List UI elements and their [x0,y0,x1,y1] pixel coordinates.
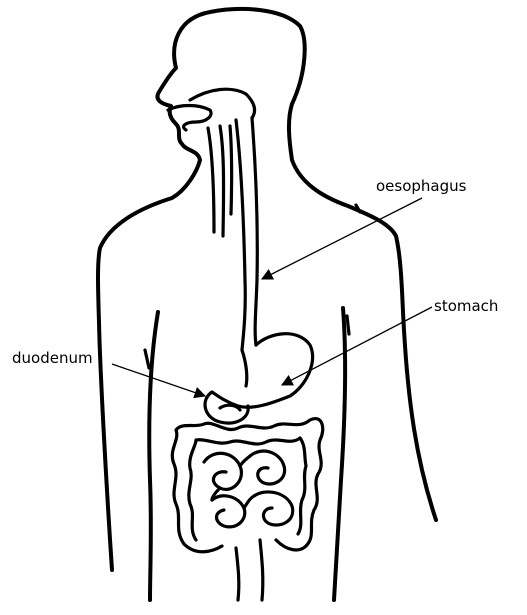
label-oesophagus: oesophagus [376,177,467,195]
oesophagus-right-wall [252,118,257,345]
body-outline [98,9,436,600]
right-armpit-mark [347,316,349,334]
small-intestine-coil-4 [254,492,293,525]
small-intestine-link-2 [244,496,254,508]
label-duodenum: duodenum [12,349,93,367]
throat-tube-3 [230,126,232,214]
duodenum-inner [220,405,240,410]
right-torso-line [334,308,345,600]
stomach-organ [212,334,313,408]
label-oesophagus-group: oesophagus [262,177,467,279]
colon-inner [189,438,306,540]
label-stomach-group: stomach [282,297,498,385]
small-intestine-organ [204,451,293,527]
rectum-left [236,548,239,600]
duodenum-pointer-arrow [112,364,205,396]
oesophagus-left-wall [236,120,245,350]
lower-colon-left [184,544,222,552]
label-duodenum-group: duodenum [12,349,205,396]
small-intestine-coil-3 [212,496,245,527]
throat-tube-2 [220,126,224,236]
small-intestine-coil-2 [250,451,285,484]
large-intestine-organ [172,419,322,600]
label-stomach: stomach [434,297,498,315]
rectum-right [260,540,263,600]
left-armpit-mark [145,350,149,368]
stomach-inner-wall [242,350,247,386]
stomach-pointer-arrow [282,307,432,385]
mouth-detail [168,106,211,131]
small-intestine-coil-1 [204,453,241,489]
throat-tube-1 [208,128,214,232]
lower-colon-right [276,540,306,550]
pharynx-curve [190,89,254,118]
small-intestine-link-1 [240,456,250,466]
left-torso-line [149,312,158,600]
stomach-outline [212,334,313,408]
oesophagus-organ [190,89,257,350]
